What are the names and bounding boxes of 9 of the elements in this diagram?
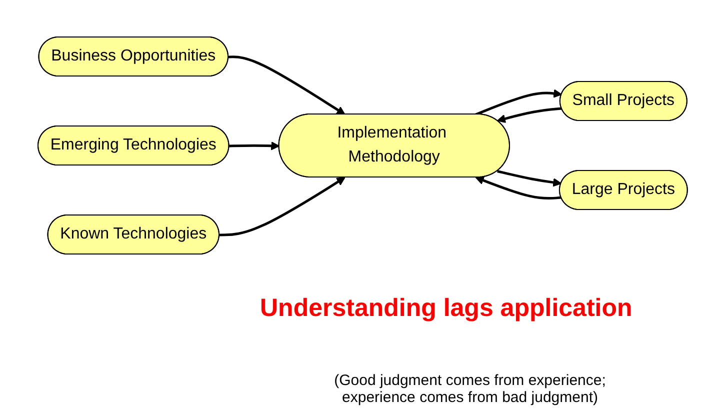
headline-note: Understanding lags application — [260, 294, 632, 323]
quote-note: (Good judgment comes from experience; experience comes from bad judgment) — [333, 372, 607, 406]
arrow — [497, 106, 562, 122]
arrow — [476, 176, 562, 200]
arrow — [476, 88, 562, 116]
arrow — [497, 170, 562, 186]
arrow — [220, 176, 346, 236]
arrow — [228, 55, 346, 114]
arrow — [230, 140, 280, 150]
